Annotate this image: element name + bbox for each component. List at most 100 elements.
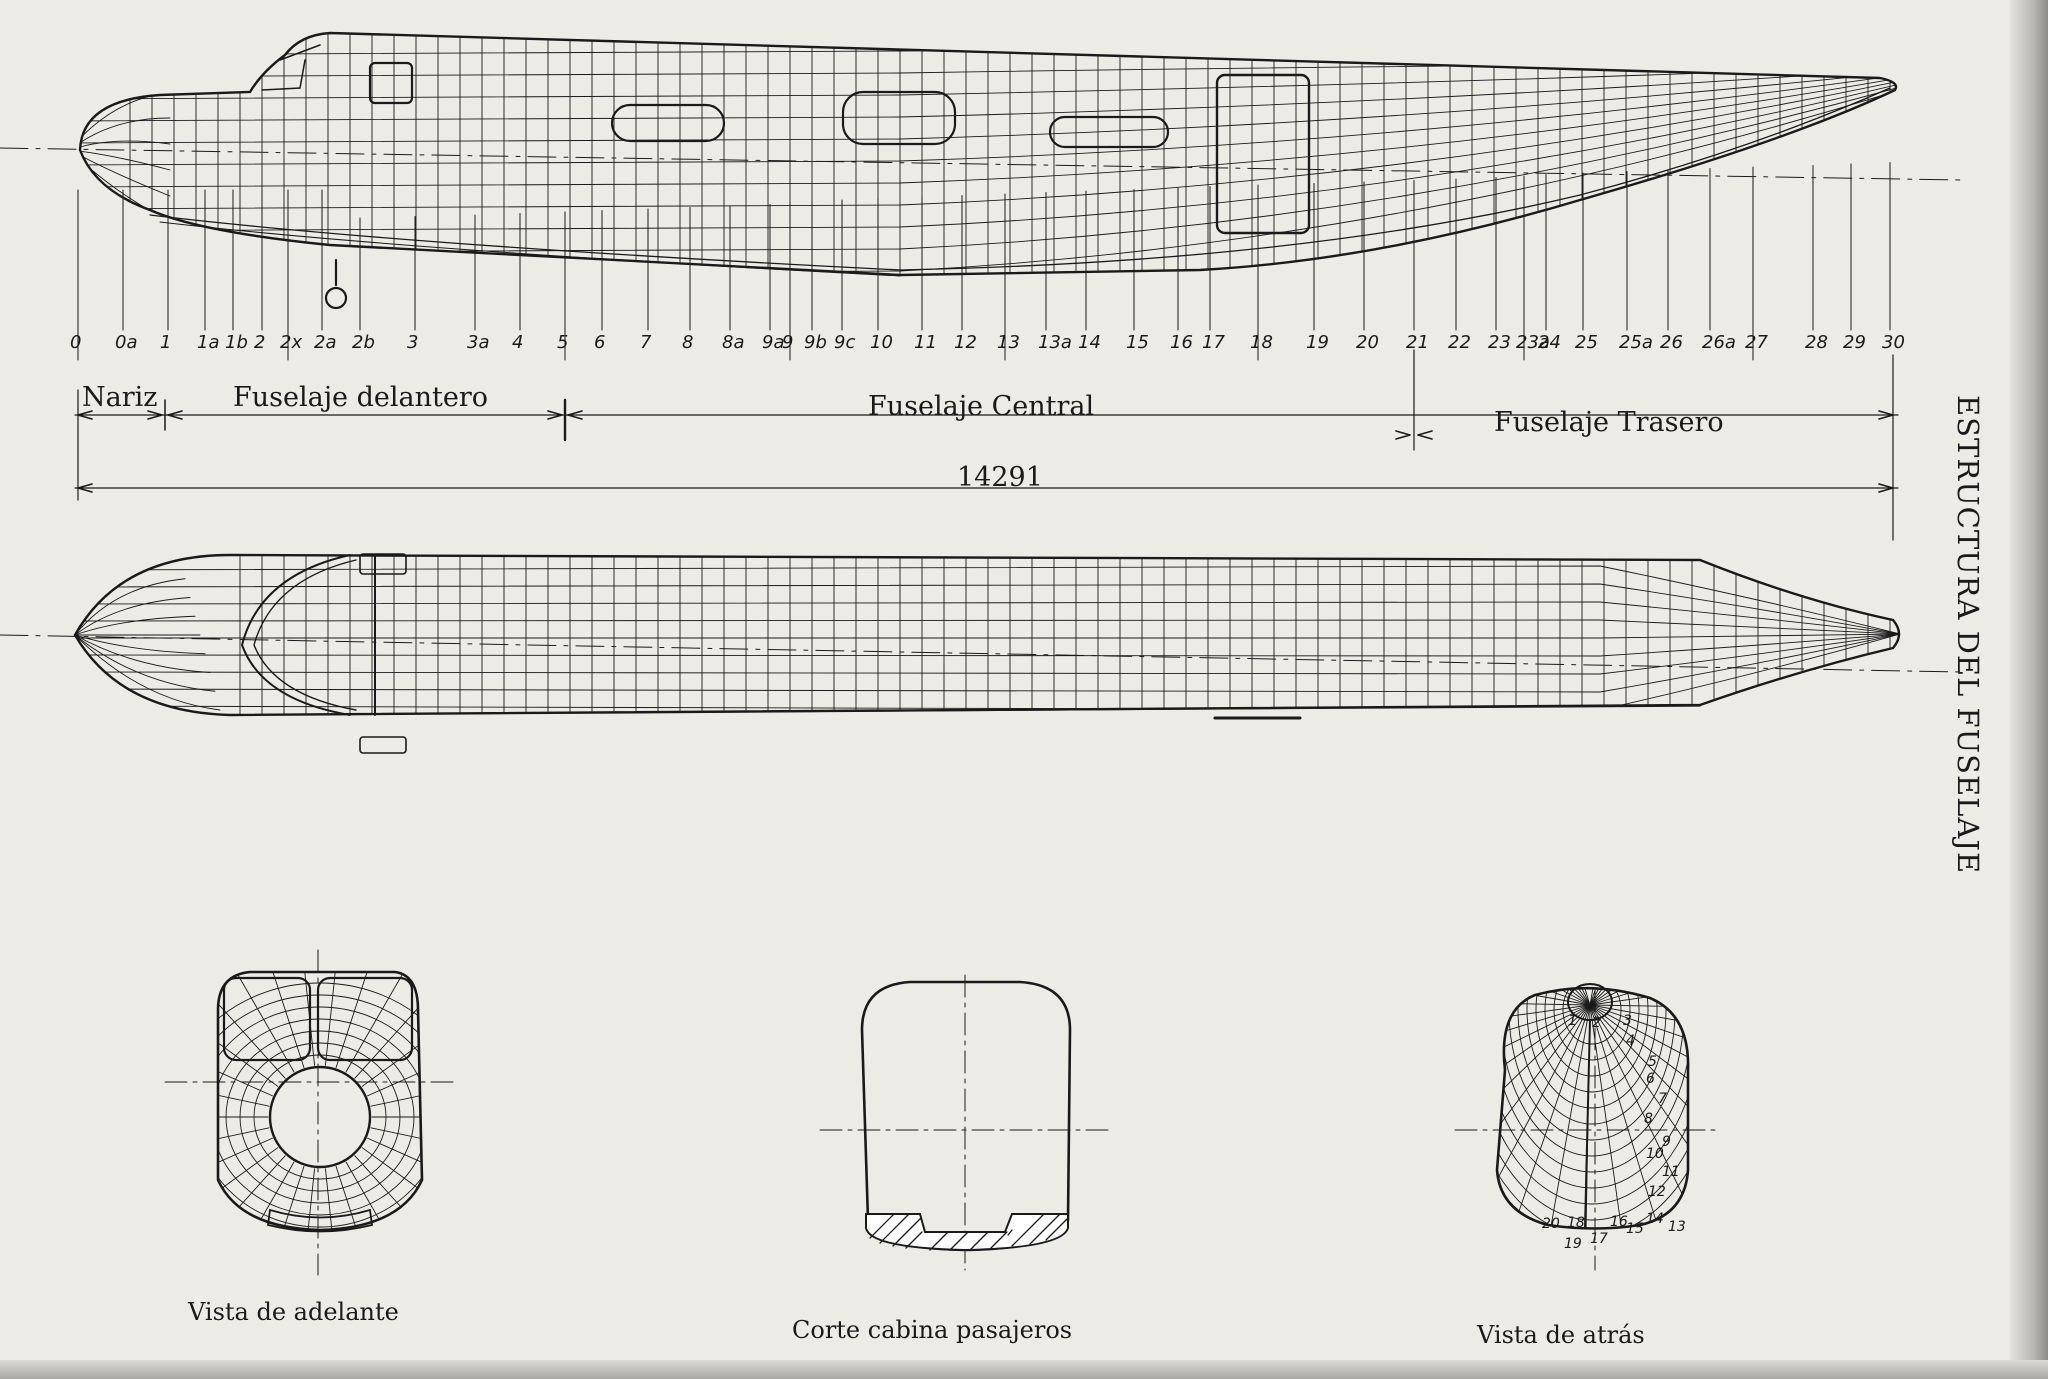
station-label: 1b [225, 332, 248, 353]
station-label: 8a [722, 332, 745, 353]
rear-frame-number: 5 [1648, 1054, 1657, 1070]
page-edge-shadow [2010, 0, 2048, 1379]
rear-frame-number: 16 [1610, 1214, 1628, 1230]
station-label: 0a [115, 332, 138, 353]
station-label: 11 [914, 332, 937, 353]
station-label: 2x [280, 332, 303, 353]
rear-view-caption: Vista de atrás [1477, 1321, 1645, 1349]
rear-frame-number: 14 [1646, 1211, 1664, 1227]
top-hatch-right [359, 736, 407, 754]
tow-ring [324, 286, 348, 310]
station-label: 9c [834, 332, 856, 353]
side-centerline [0, 147, 1961, 181]
rear-frame-number: 6 [1646, 1071, 1655, 1087]
rear-frame-number: 15 [1626, 1221, 1644, 1237]
station-label: 0 [70, 332, 82, 353]
rear-frame-number: 8 [1644, 1111, 1653, 1127]
station-label: 13a [1038, 332, 1072, 353]
page-side-title: ESTRUCTURA DEL FUSELAJE [1951, 395, 1985, 875]
station-label: 27 [1745, 332, 1768, 353]
station-label: 24 [1538, 332, 1561, 353]
rear-frame-number: 2 [1592, 1015, 1601, 1031]
center-fuselage-label: Fuselaje Central [868, 391, 1095, 422]
station-label: 9b [804, 332, 827, 353]
rear-frame-number: 18 [1567, 1215, 1585, 1231]
station-label: 29 [1843, 332, 1866, 353]
forward-fuselage-label: Fuselaje delantero [233, 382, 488, 413]
station-label: 1 [160, 332, 172, 353]
rear-frame-number: 9 [1662, 1134, 1671, 1150]
station-label: 4 [512, 332, 524, 353]
station-label: 30 [1882, 332, 1905, 353]
station-label: 3 [407, 332, 419, 353]
cabin-window-2 [841, 90, 957, 146]
rear-frame-number: 1 [1568, 1013, 1577, 1029]
cabin-door [1215, 73, 1311, 235]
rear-frame-number: 10 [1646, 1146, 1664, 1162]
side-structure-grid [80, 33, 1896, 275]
station-label: 2a [314, 332, 337, 353]
nose-label: Nariz [82, 382, 158, 413]
rear-view-drawing [1454, 983, 1721, 1271]
top-hatch-left [359, 553, 407, 575]
station-label: 26a [1702, 332, 1736, 353]
station-label: 17 [1202, 332, 1225, 353]
rear-frame-number: 19 [1564, 1236, 1582, 1252]
front-outline [216, 970, 424, 1232]
station-label: 9a [762, 332, 785, 353]
station-label: 7 [640, 332, 652, 353]
station-label: 2b [352, 332, 375, 353]
station-label: 1a [197, 332, 220, 353]
station-label: 23a [1516, 332, 1550, 353]
station-label: 19 [1306, 332, 1329, 353]
top-view [0, 553, 1961, 754]
station-label: 21 [1406, 332, 1429, 353]
station-label: 12 [954, 332, 977, 353]
station-label: 2 [254, 332, 266, 353]
total-length-value: 14291 [957, 462, 1043, 493]
station-label: 25 [1575, 332, 1598, 353]
rear-frame-number: 17 [1590, 1231, 1608, 1247]
cabin-window-1 [610, 103, 726, 143]
station-label: 6 [594, 332, 606, 353]
station-label: 25a [1619, 332, 1653, 353]
rear-frame-number: 12 [1648, 1184, 1666, 1200]
station-label: 26 [1660, 332, 1683, 353]
top-centerline [0, 634, 1961, 673]
station-label: 16 [1170, 332, 1193, 353]
station-label: 23 [1488, 332, 1511, 353]
cabin-section-outline [860, 980, 1072, 1252]
rear-frame-number: 11 [1662, 1164, 1680, 1180]
rear-outline [1495, 986, 1690, 1230]
cockpit-window [368, 61, 414, 105]
station-label: 20 [1356, 332, 1379, 353]
rear-frame-number: 20 [1542, 1216, 1560, 1232]
station-lines [77, 162, 1891, 361]
station-label: 3a [467, 332, 490, 353]
station-label: 28 [1805, 332, 1828, 353]
rear-frame-number: 7 [1658, 1091, 1667, 1107]
station-label: 22 [1448, 332, 1471, 353]
rear-frame-number: 3 [1623, 1013, 1632, 1029]
station-label: 18 [1250, 332, 1273, 353]
front-view-drawing [164, 949, 456, 1276]
station-label: 9 [782, 332, 794, 353]
station-label: 5 [557, 332, 569, 353]
rear-fuselage-label: Fuselaje Trasero [1494, 407, 1724, 438]
rear-frame-number: 4 [1626, 1033, 1635, 1049]
cabin-window-3 [1048, 115, 1170, 149]
station-label: 15 [1126, 332, 1149, 353]
rear-frame-number: 13 [1668, 1219, 1686, 1235]
side-outline [78, 31, 1898, 277]
top-outline [73, 553, 1901, 717]
station-label: 8 [682, 332, 694, 353]
cabin-floor [865, 1213, 1069, 1252]
cabin-section-drawing [819, 974, 1111, 1271]
front-view-caption: Vista de adelante [188, 1298, 399, 1326]
station-label: 14 [1078, 332, 1101, 353]
cabin-section-caption: Corte cabina pasajeros [792, 1316, 1073, 1344]
station-label: 13 [997, 332, 1020, 353]
page-bottom-shadow [0, 1360, 2048, 1379]
